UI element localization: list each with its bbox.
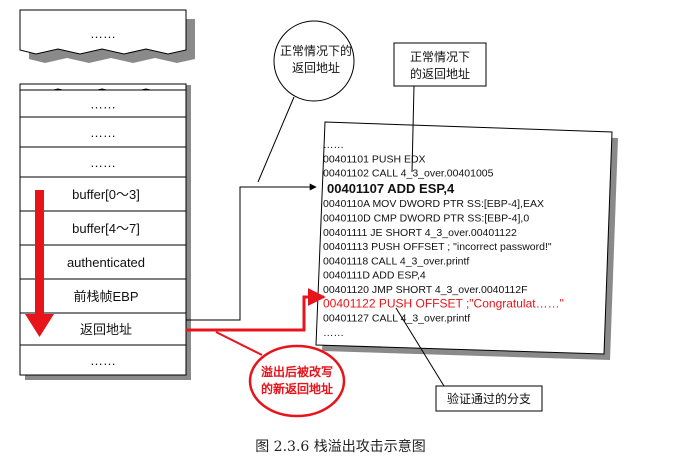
code-line: 0040111D ADD ESP,4 [323,270,426,282]
code-line: …… [323,327,344,339]
stack-cell-label: 返回地址 [80,322,132,337]
normal-return-note: 正常情况下 的返回地址 [393,42,487,173]
stack-cell-label: …… [90,155,116,170]
stack-cell-label: …… [90,353,116,368]
code-line: …… [323,139,344,151]
code-line: 00401107 ADD ESP,4 [327,181,455,196]
stack-cell-label: …… [90,125,116,140]
overflow-circle-line2: 的新返回地址 [261,381,333,396]
stack-cell-label: buffer[4～7] [72,221,140,236]
code-line: 00401118 CALL 4_3_over.printf [323,255,469,267]
code-line: 00401122 PUSH OFFSET ;"Congratulat……" [323,296,564,310]
code-line: 00401111 JE SHORT 4_3_over.00401122 [323,227,517,239]
overflow-circle-callout: 溢出后被改写 的新返回地址 [215,331,346,418]
normal-return-note-line2: 的返回地址 [410,66,470,81]
stack-cell [19,116,187,148]
stack-cell-label: authenticated [67,255,145,270]
normal-return-circle-line1: 正常情况下的 [280,43,352,58]
verify-pass-label: 验证通过的分支 [447,391,531,406]
stack-cell [19,89,187,118]
normal-return-circle-line2: 返回地址 [292,61,340,75]
stack-top-block: …… [19,9,195,63]
stack-cell [19,176,187,212]
figure-caption: 图 2.3.6 栈溢出攻击示意图 [255,439,426,455]
code-line: 00401113 PUSH OFFSET ; "incorrect passwo… [323,241,552,253]
code-line: 00401127 CALL 4_3_over.printf [323,313,470,325]
code-line: 00401102 CALL 4_3_over.00401005 [323,168,494,180]
normal-return-connector [186,183,317,321]
normal-return-note-line1: 正常情况下 [410,50,470,64]
stack-cell-label: 前栈帧EBP [73,289,138,304]
stack-cell [19,146,187,178]
stack-growth-arrow [25,190,54,337]
code-panel: …… 00401101 PUSH EDX 00401102 CALL 4_3_ove… [315,121,618,360]
stack-cell [19,344,187,376]
stack-column: …… …… …… buffer[0～3] buffer[4～7] authenticate… [19,83,191,380]
stack-cell-label: buffer[0～3] [72,187,140,202]
overflow-circle-line1: 溢出后被改写 [261,364,333,379]
overwrite-connector [186,288,326,332]
stack-top-ellipsis: …… [90,26,116,41]
code-line: 0040110A MOV DWORD PTR SS:[EBP-4],EAX [323,198,544,210]
code-line: 0040110D CMP DWORD PTR SS:[EBP-4],0 [323,213,529,225]
normal-return-circle-callout: 正常情况下的 返回地址 [257,20,355,183]
verify-pass-note: 验证通过的分支 [395,307,543,412]
code-line: 00401120 JMP SHORT 4_3_over.0040112F [323,284,528,296]
code-line: 00401101 PUSH EDX [323,153,426,165]
stack-cell-label: …… [90,97,116,112]
stack-cell [19,244,187,280]
